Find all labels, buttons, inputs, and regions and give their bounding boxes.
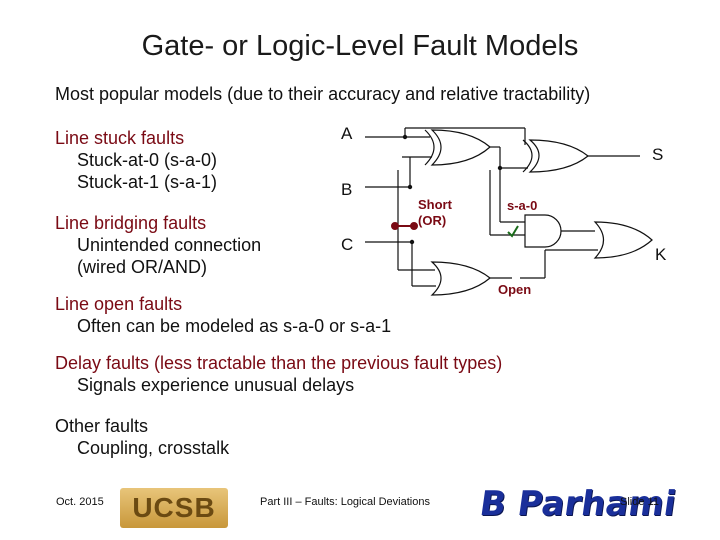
circuit-label-s: S	[652, 145, 664, 164]
ucsb-logo: UCSB	[120, 488, 228, 528]
bridging-item-2: (wired OR/AND)	[77, 257, 208, 277]
footer-center-text: Part III – Faults: Logical Deviations	[260, 496, 430, 508]
short-label: Short	[418, 197, 452, 212]
delay-faults-block: Delay faults (less tractable than the pr…	[55, 352, 502, 396]
footer-date: Oct. 2015	[56, 496, 104, 508]
or-gate	[430, 261, 491, 296]
xor-gate-1-back	[424, 129, 435, 166]
junction-dot	[409, 239, 415, 245]
circuit-label-b: B	[341, 180, 353, 199]
slide-title: Gate- or Logic-Level Fault Models	[141, 30, 579, 62]
bridging-faults-block: Line bridging faults Unintended connecti…	[55, 212, 261, 278]
bridging-item-1: Unintended connection	[77, 235, 262, 255]
stuck-faults-heading: Line stuck faults	[55, 128, 185, 148]
junction-dot	[497, 165, 503, 171]
stuck-at-0-item: Stuck-at-0 (s-a-0)	[77, 150, 218, 170]
final-or-gate	[593, 221, 653, 259]
intro-text: Most popular models (due to their accura…	[55, 84, 591, 104]
circuit-label-k: K	[655, 245, 667, 264]
footer-slide-number: Slide 11	[620, 496, 659, 508]
junction-dot	[407, 184, 413, 190]
open-faults-block: Line open faults Often can be modeled as…	[55, 293, 391, 337]
and-gate	[524, 214, 562, 248]
xor-gate-2-back	[522, 139, 533, 173]
open-faults-item: Often can be modeled as s-a-0 or s-a-1	[77, 316, 392, 336]
other-faults-item: Coupling, crosstalk	[77, 438, 230, 458]
junction-dot	[402, 134, 408, 140]
other-faults-block: Other faults Coupling, crosstalk	[55, 415, 229, 459]
circuit-label-a: A	[341, 124, 353, 143]
xor-gate-1	[430, 129, 491, 166]
delay-faults-heading: Delay faults (less tractable than the pr…	[55, 353, 503, 373]
circuit-label-c: C	[341, 235, 354, 254]
stuck-at-1-item: Stuck-at-1 (s-a-1)	[77, 172, 218, 192]
other-faults-heading: Other faults	[55, 416, 149, 436]
xor-gate-2	[528, 139, 589, 173]
sa0-label: s-a-0	[507, 198, 538, 213]
short-or-label: (OR)	[418, 213, 447, 228]
sa0-check-mark	[507, 225, 519, 238]
delay-faults-item: Signals experience unusual delays	[77, 375, 355, 395]
bridging-faults-heading: Line bridging faults	[55, 213, 207, 233]
open-faults-heading: Line open faults	[55, 294, 183, 314]
stuck-faults-block: Line stuck faults Stuck-at-0 (s-a-0) Stu…	[55, 127, 217, 193]
open-label: Open	[498, 282, 532, 297]
